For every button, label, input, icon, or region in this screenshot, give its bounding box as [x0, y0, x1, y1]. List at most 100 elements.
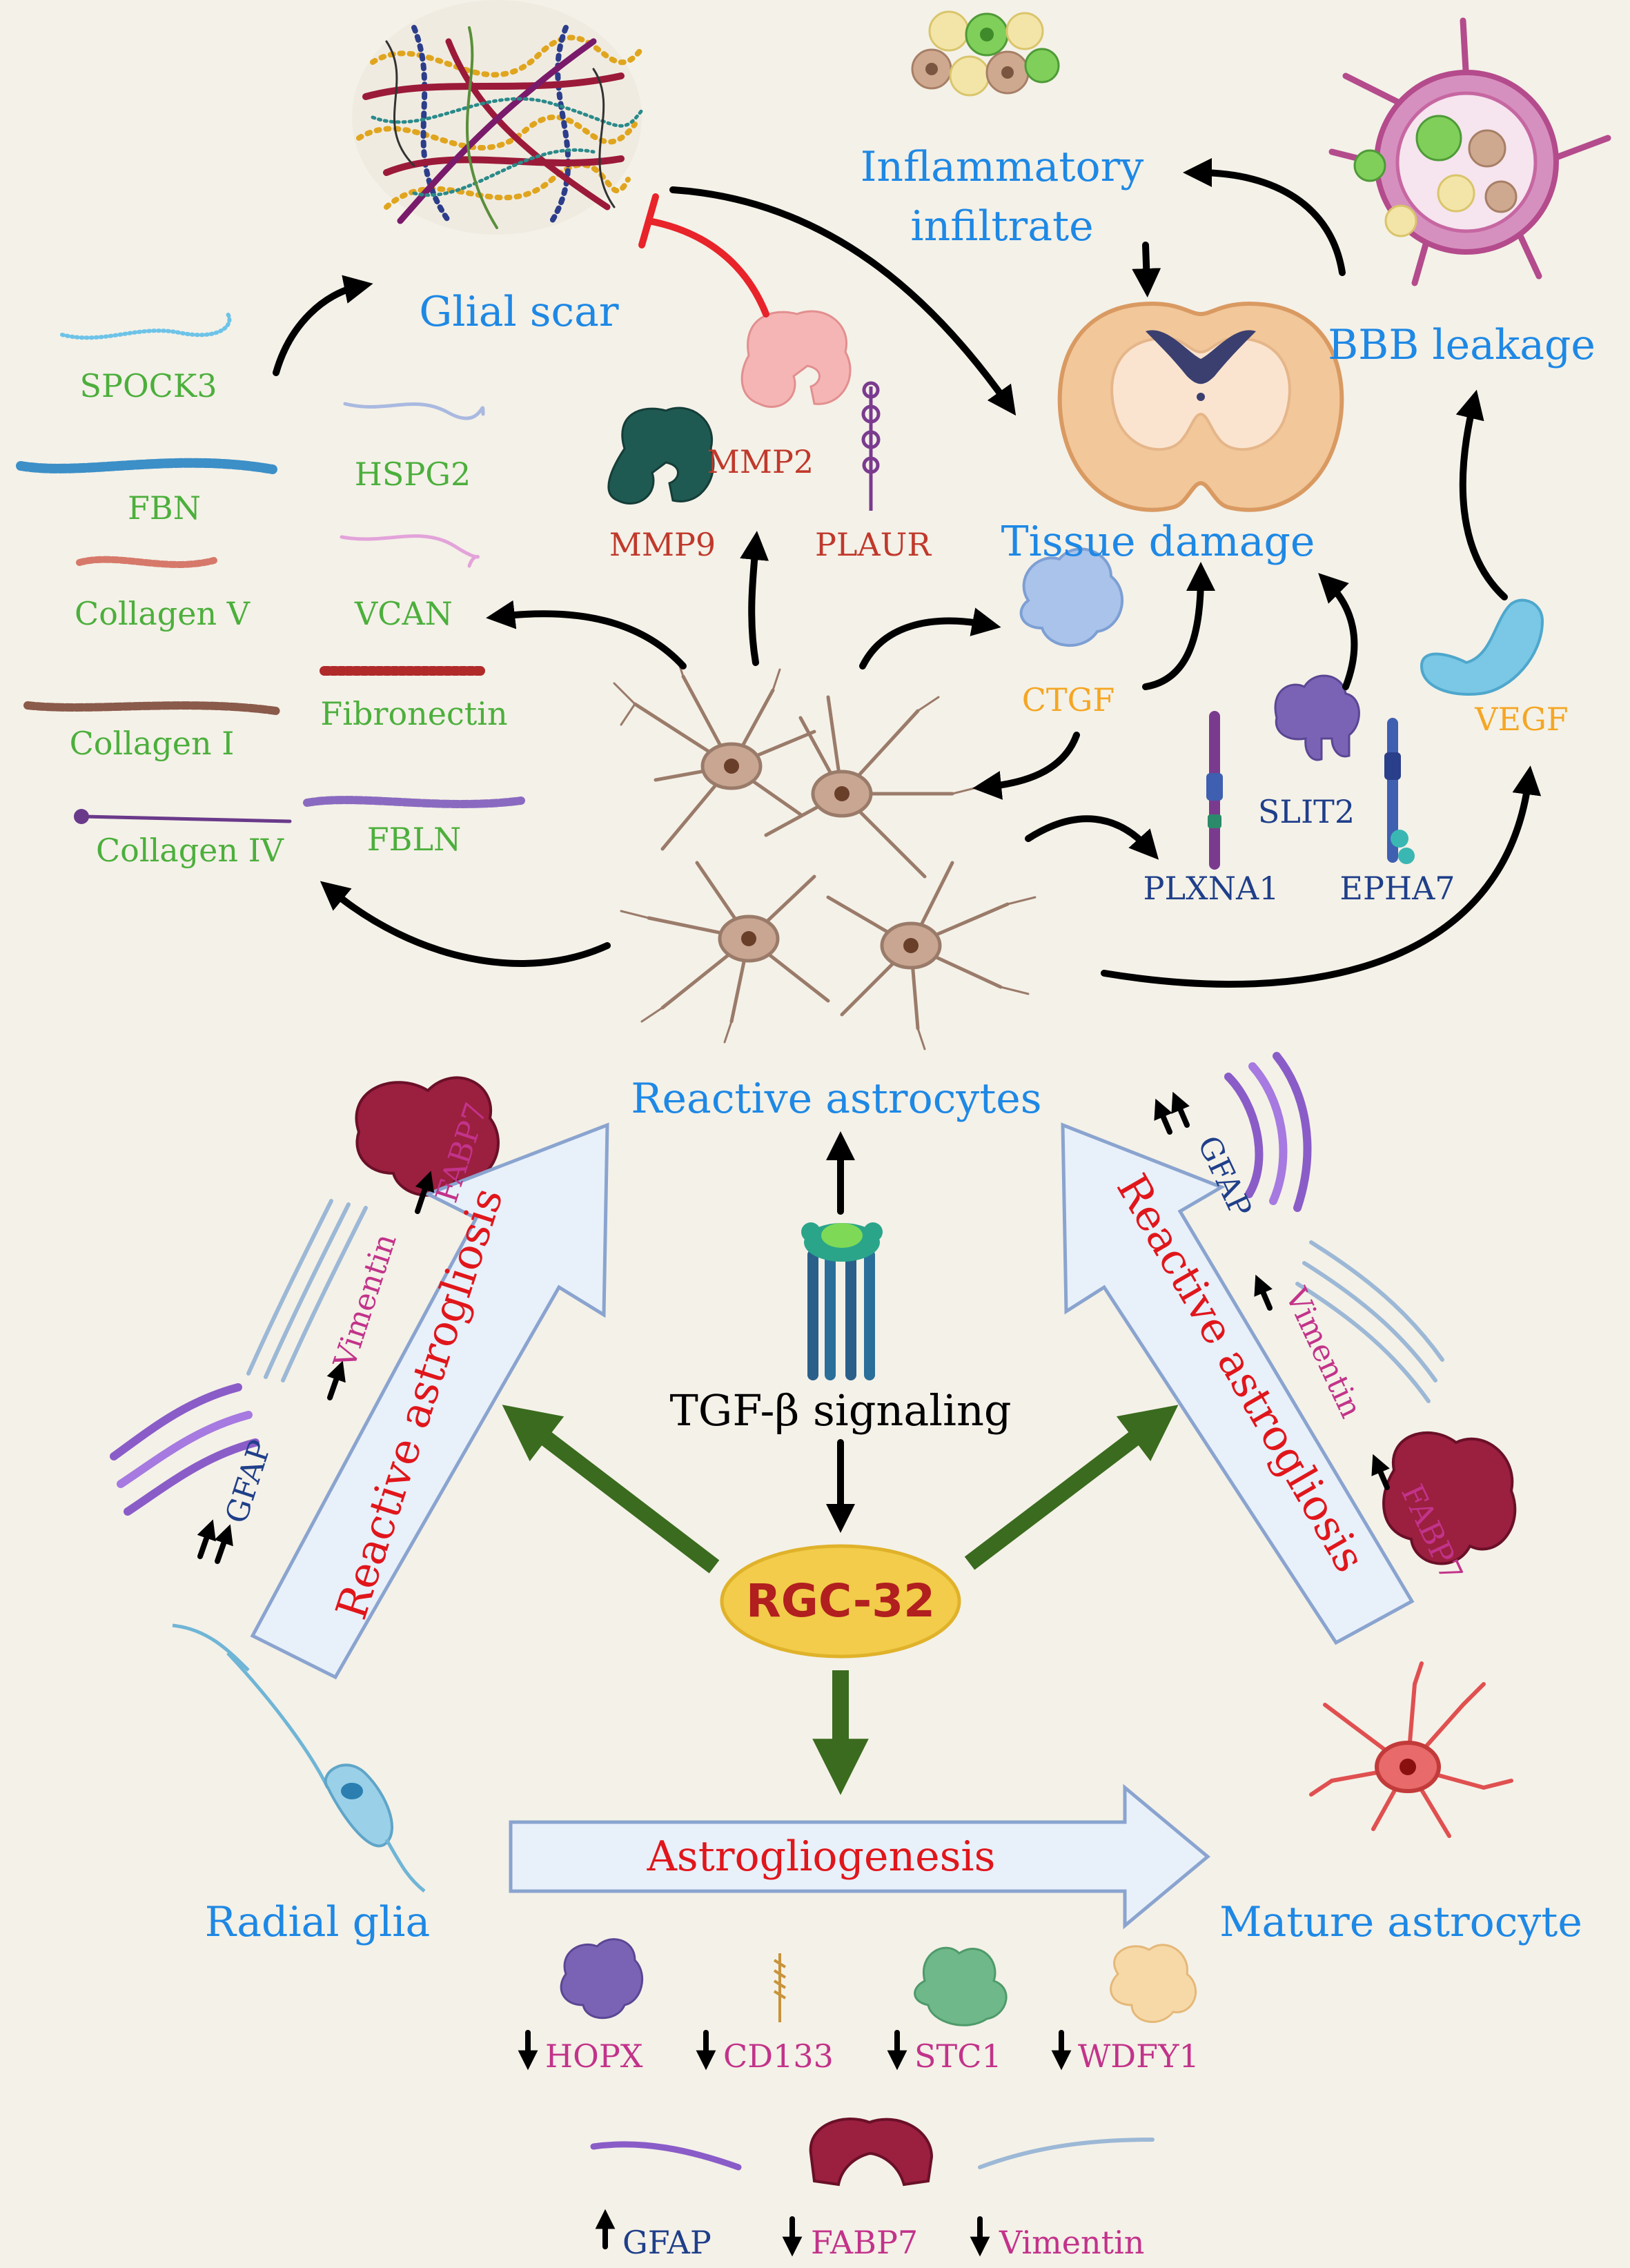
fbn-label: FBN — [128, 489, 201, 527]
plaur-protein-icon — [861, 381, 881, 511]
vcan-label: VCAN — [354, 595, 453, 632]
arrow-inflammatory-to-tissue-damage — [1132, 242, 1161, 297]
gfap-left-icon — [110, 1383, 259, 1516]
tissue-damage-label: Tissue damage — [1001, 518, 1315, 566]
vegf-protein-icon — [1420, 598, 1544, 696]
hopx-protein-icon — [560, 1938, 644, 2020]
plxna1-label: PLXNA1 — [1143, 870, 1279, 907]
cd133-protein-icon — [773, 1953, 787, 2022]
hopx-label: HOPX — [545, 2037, 643, 2075]
plaur-label: PLAUR — [815, 526, 932, 563]
cd133-label: CD133 — [723, 2037, 834, 2075]
bbb-leakage-label: BBB leakage — [1328, 321, 1595, 369]
up-arrow-vimentin-right — [1254, 1274, 1273, 1311]
arrow-glial-scar-to-tissue-damage — [669, 186, 1017, 416]
up-up-arrow-gfap-left-b — [214, 1524, 233, 1564]
rgc32-label: RGC-32 — [746, 1574, 935, 1627]
vimentin-right-icon — [1295, 1240, 1444, 1403]
astrogliogenesis-label: Astrogliogenesis — [647, 1832, 996, 1881]
stc1-label: STC1 — [914, 2037, 1002, 2075]
fibronectin-label: Fibronectin — [320, 695, 507, 732]
arrow-astrocytes-to-mmp9 — [740, 531, 769, 666]
reactive-astrocytes-icon — [613, 654, 1037, 1050]
radial-glia-label: Radial glia — [205, 1898, 431, 1946]
mmp9-protein-icon — [607, 407, 715, 505]
radial-glia-icon — [172, 1623, 426, 1893]
blood-vessel-icon — [1328, 17, 1611, 286]
fabp7-bottom-label: FABP7 — [811, 2224, 918, 2261]
tgf-beta-receptor-icon — [801, 1222, 883, 1380]
stc1-protein-icon — [914, 1946, 1008, 2026]
epha7-protein-icon — [1384, 718, 1415, 864]
receptor-labels: SLIT2 PLXNA1 EPHA7 — [1143, 793, 1455, 907]
vimentin-left-label: Vimentin — [327, 1229, 404, 1373]
arrow-spock3-to-glial-scar — [273, 275, 373, 376]
gfap-right-icon — [1224, 1052, 1312, 1212]
arrow-astrocytes-to-plxna1 — [1025, 815, 1159, 860]
ecm-labels: SPOCK3 FBN Collagen V Collagen I Collage… — [70, 367, 508, 869]
collagen-iv-label: Collagen IV — [96, 832, 284, 869]
arrow-vegf-to-bbb — [1455, 389, 1508, 600]
plxna1-protein-icon — [1206, 711, 1223, 870]
ctgf-protein-icon — [1019, 547, 1123, 647]
mature-astrocyte-icon — [1309, 1661, 1513, 1838]
collagen-i-label: Collagen I — [70, 725, 235, 762]
spinal-cord-icon — [1057, 301, 1344, 512]
ctgf-label: CTGF — [1022, 681, 1115, 718]
collagen-v-label: Collagen V — [75, 595, 251, 632]
arrow-rgc32-to-left-astrogliosis — [502, 1405, 720, 1574]
reactive-astrogliosis-right-arrow — [1061, 1122, 1415, 1645]
gfap-bottom-icon — [590, 2141, 742, 2171]
bottom-marker-labels: HOPX CD133 STC1 WDFY1 GFAP FABP7 Vimenti… — [545, 2037, 1199, 2261]
arrow-astrocytes-to-ctgf — [859, 607, 1001, 669]
up-arrow-fabp7-right — [1371, 1454, 1390, 1490]
fabp7-left-icon — [355, 1076, 500, 1197]
factor-labels: CTGF VEGF — [1022, 681, 1569, 738]
arrow-astrocytes-to-vcan — [486, 600, 687, 669]
mmp2-label: MMP2 — [707, 443, 814, 480]
inhibition-mmp2-to-glial-scar — [638, 193, 769, 317]
up-up-arrow-gfap-right-b — [1171, 1091, 1190, 1128]
up-arrow-vimentin-left — [326, 1360, 346, 1400]
wdfy1-protein-icon — [1110, 1944, 1197, 2023]
enzyme-labels: MMP2 MMP9 PLAUR — [609, 443, 932, 563]
slit2-label: SLIT2 — [1258, 793, 1355, 830]
astrogliogenesis-arrow — [509, 1783, 1210, 1930]
ecm-fibres-icon — [16, 312, 525, 824]
up-up-arrow-gfap-right-a — [1154, 1098, 1172, 1135]
mmp2-protein-icon — [740, 310, 852, 408]
vimentin-left-icon — [246, 1199, 368, 1382]
arrow-slit2-to-tissue-damage — [1318, 573, 1358, 690]
reactive-astrocytes-label: Reactive astrocytes — [631, 1075, 1041, 1123]
fabp7-bottom-icon — [809, 2118, 934, 2187]
vimentin-bottom-label: Vimentin — [999, 2224, 1144, 2261]
black-arrows — [273, 158, 1542, 1533]
reactive-astrogliosis-left-arrow — [250, 1122, 609, 1680]
rgc32-node: RGC-32 — [720, 1544, 961, 1659]
arrow-bbb-to-inflammatory — [1183, 158, 1346, 276]
wdfy1-label: WDFY1 — [1078, 2037, 1199, 2075]
mature-astrocyte-label: Mature astrocyte — [1219, 1898, 1582, 1946]
up-arrow-fabp7-left — [415, 1171, 435, 1214]
gfap-right-label: GFAP — [1190, 1131, 1258, 1222]
epha7-label: EPHA7 — [1339, 870, 1455, 907]
vegf-label: VEGF — [1474, 701, 1568, 738]
vimentin-bottom-icon — [978, 2138, 1155, 2169]
arrow-ctgf-to-astrocytes — [972, 732, 1080, 800]
slit2-protein-icon — [1274, 674, 1360, 761]
glial-scar-mesh-icon — [352, 0, 645, 235]
green-arrows — [502, 1405, 1179, 1795]
spock3-label: SPOCK3 — [79, 367, 217, 404]
tgf-beta-signaling-label: TGF-β signaling — [669, 1385, 1011, 1436]
arrow-ctgf-to-tissue-damage — [1142, 562, 1215, 690]
hspg2-label: HSPG2 — [355, 456, 471, 493]
inflammatory-infiltrate-label-2: infiltrate — [910, 202, 1093, 251]
arrow-rgc32-to-right-astrogliosis — [964, 1405, 1179, 1570]
inflammatory-cells-icon — [911, 10, 1060, 97]
up-up-arrow-gfap-left-a — [197, 1519, 216, 1559]
fabp7-right-icon — [1382, 1431, 1517, 1565]
marker-direction-arrows — [197, 1091, 1390, 2257]
mmp9-label: MMP9 — [609, 526, 716, 563]
